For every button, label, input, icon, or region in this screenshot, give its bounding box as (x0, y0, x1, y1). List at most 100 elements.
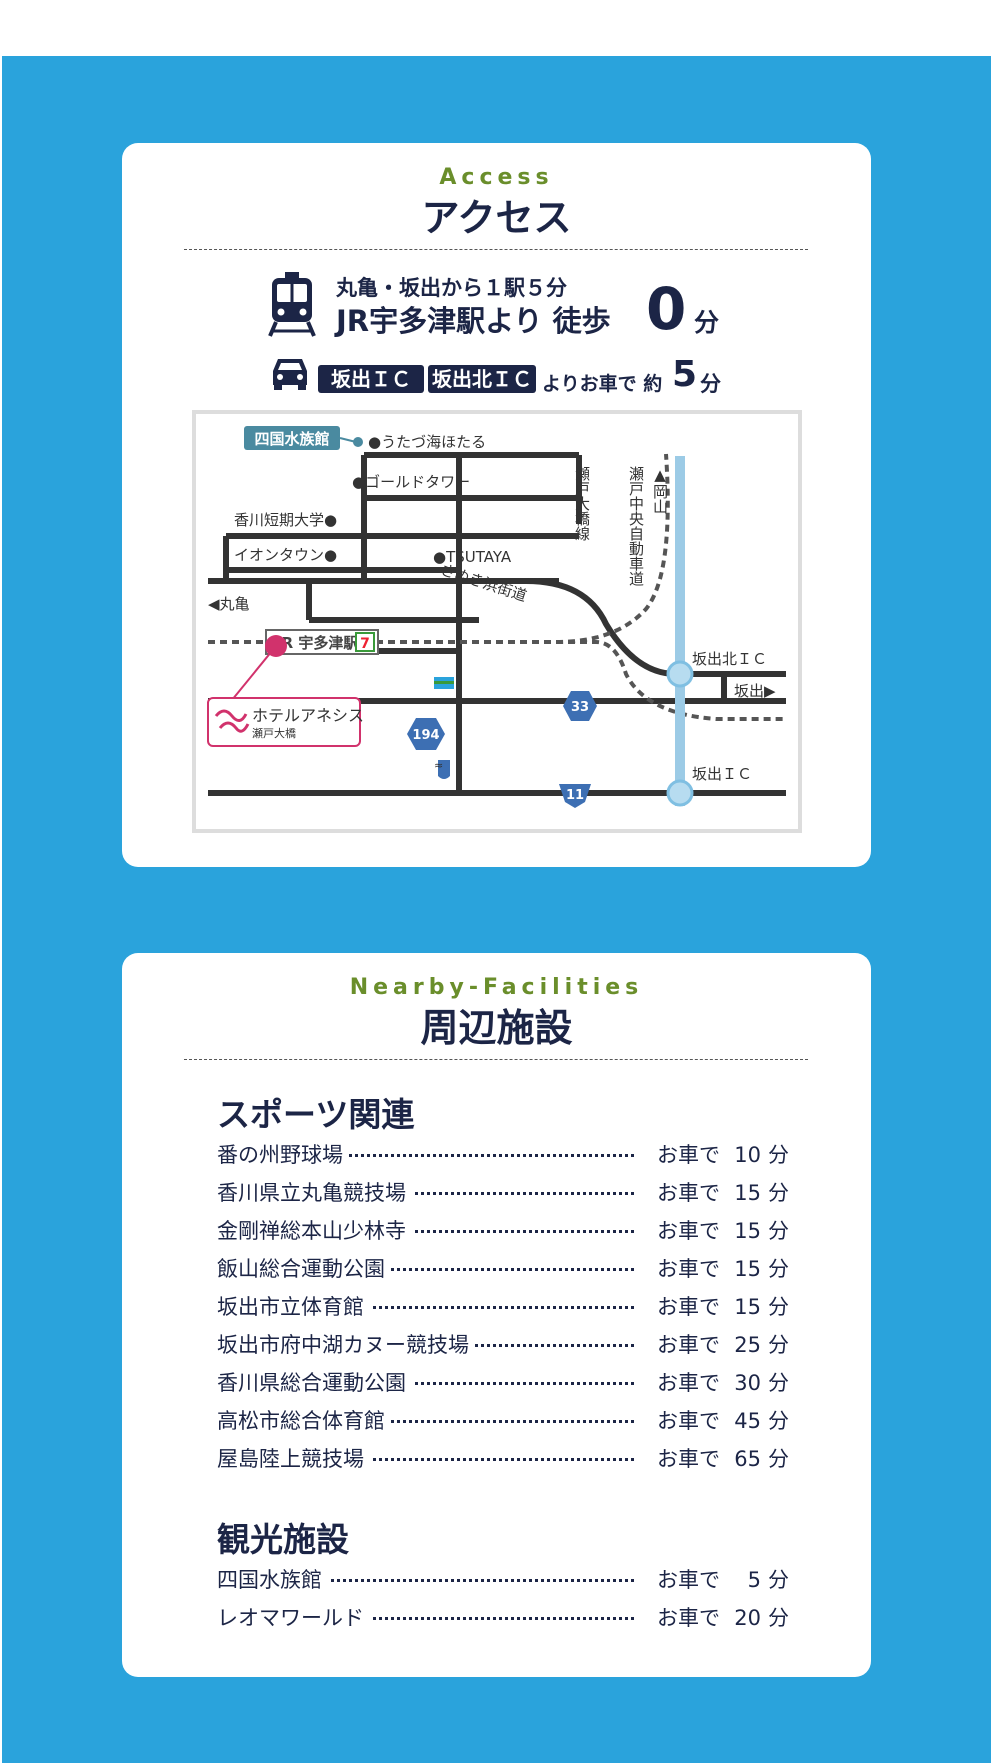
route194-marker (407, 718, 445, 750)
route33-label: 33 (571, 700, 589, 715)
travel-mode: お車で (653, 1326, 720, 1364)
car-icon (273, 359, 307, 390)
travel-minutes: 65 (734, 1447, 761, 1471)
sakaide-north-ic-badge: 坂出北ＩＣ (428, 365, 536, 393)
ic-marker (666, 779, 694, 807)
facility-name: 坂出市立体育館 (217, 1288, 370, 1326)
gold-tower-label: ●ゴールドタワー (352, 473, 470, 491)
facility-name: 番の州野球場 (217, 1136, 349, 1174)
list-item: 飯山総合運動公園 お車で 15 分 (217, 1250, 789, 1288)
list-item: 番の州野球場 お車で 10 分 (217, 1136, 789, 1174)
travel-minutes: 10 (734, 1143, 761, 1167)
hotel-name: ホテルアネシス (252, 706, 364, 725)
hotaru-label: ●うたづ海ほたる (368, 433, 486, 451)
travel-mode: お車で (653, 1288, 720, 1326)
leader-dots (217, 1458, 634, 1461)
hotel-logo-icon (214, 709, 250, 733)
minutes-unit: 分 (768, 1568, 789, 1592)
map-railway (208, 453, 786, 721)
aquarium-label: 四国水族館 (254, 430, 329, 448)
okayama-label: ▲岡山 (651, 466, 669, 514)
travel-mode: お車で (653, 1250, 720, 1288)
leader-dots (217, 1420, 634, 1423)
map-roads (208, 452, 786, 796)
facility-name: 金剛禅総本山少林寺 (217, 1212, 412, 1250)
leader-dots (217, 1617, 634, 1620)
travel-minutes: 30 (734, 1371, 761, 1395)
aeon-label: イオンタウン● (234, 546, 337, 564)
svg-text:7: 7 (360, 636, 370, 652)
sakaide-ic-badge: 坂出ＩＣ (318, 365, 424, 393)
facility-name: レオマワールド (217, 1599, 370, 1637)
travel-mode: お車で (653, 1599, 720, 1637)
car-minutes: 5 (672, 354, 698, 395)
access-en-title: Access (439, 165, 554, 190)
ic-north-label: 坂出北ＩＣ (692, 650, 767, 668)
access-title: アクセス (421, 196, 572, 240)
car-minutes-unit: 分 (700, 372, 721, 396)
travel-minutes: 5 (747, 1568, 761, 1592)
route194-label: 194 (412, 728, 439, 743)
route11-marker (559, 784, 591, 808)
travel-minutes: 15 (734, 1181, 761, 1205)
facility-name: 飯山総合運動公園 (217, 1250, 391, 1288)
leader-dots (217, 1230, 634, 1233)
minutes-unit: 分 (768, 1181, 789, 1205)
leader-dots (217, 1579, 634, 1582)
nearby-title: 周辺施設 (420, 1006, 573, 1050)
college-label: 香川短期大学● (234, 511, 337, 529)
leader-dots (217, 1154, 634, 1157)
hotel-box (207, 697, 361, 747)
route33-marker (563, 691, 597, 721)
hotel-sub: 瀬戸大橋 (252, 726, 296, 740)
leader-dots (217, 1192, 634, 1195)
travel-minutes: 45 (734, 1409, 761, 1433)
travel-minutes: 15 (734, 1219, 761, 1243)
station-label: JR 宇多津駅 (275, 634, 359, 652)
hotel-pin (265, 635, 287, 657)
travel-mode: お車で (653, 1212, 720, 1250)
travel-minutes: 15 (734, 1257, 761, 1281)
nearby-en-title: Nearby-Facilities (349, 975, 644, 1000)
minutes-unit: 分 (768, 1409, 789, 1433)
minutes-unit: 分 (768, 1143, 789, 1167)
leader-dots (217, 1268, 634, 1271)
facility-name: 四国水族館 (217, 1561, 328, 1599)
tsutaya-label: ●TSUTAYA (433, 548, 512, 566)
list-item: 坂出市府中湖カヌー競技場 お車で 25 分 (217, 1326, 789, 1364)
facility-name: 坂出市府中湖カヌー競技場 (217, 1326, 475, 1364)
map-svg: 33 194 11 ≈ 四国水族館 ●うたづ海ほたる ●ゴールドタワー 香川短期… (207, 426, 786, 808)
train-minutes-unit: 分 (694, 308, 720, 337)
list-item: レオマワールド お車で 20 分 (217, 1599, 789, 1637)
route11-label: 11 (566, 788, 584, 803)
travel-mode: お車で (653, 1364, 720, 1402)
travel-minutes: 25 (734, 1333, 761, 1357)
train-icon (268, 272, 316, 337)
minutes-unit: 分 (768, 1295, 789, 1319)
travel-mode: お車で (653, 1174, 720, 1212)
list-item: 香川県立丸亀競技場 お車で 15 分 (217, 1174, 789, 1212)
minutes-unit: 分 (768, 1333, 789, 1357)
travel-minutes: 20 (734, 1606, 761, 1630)
svg-text:≈: ≈ (434, 759, 443, 772)
minutes-unit: 分 (768, 1257, 789, 1281)
car-text: よりお車で 約 (542, 373, 663, 395)
minutes-unit: 分 (768, 1447, 789, 1471)
leader-dots (217, 1306, 634, 1309)
minutes-unit: 分 (768, 1606, 789, 1630)
sightseeing-section-title: 観光施設 (217, 1520, 349, 1559)
travel-minutes: 15 (734, 1295, 761, 1319)
facility-name: 高松市総合体育館 (217, 1402, 391, 1440)
travel-mode: お車で (653, 1136, 720, 1174)
sakaide-label: 坂出▶ (734, 682, 776, 700)
seven-eleven-icon (355, 632, 375, 652)
facility-name: 香川県立丸亀競技場 (217, 1174, 412, 1212)
travel-mode: お車で (653, 1440, 720, 1478)
bridge-line-label: 瀬戸大橋線 (573, 466, 591, 541)
ic-label: 坂出ＩＣ (692, 765, 752, 783)
train-line2: JR宇多津駅より 徒歩 (336, 304, 611, 338)
